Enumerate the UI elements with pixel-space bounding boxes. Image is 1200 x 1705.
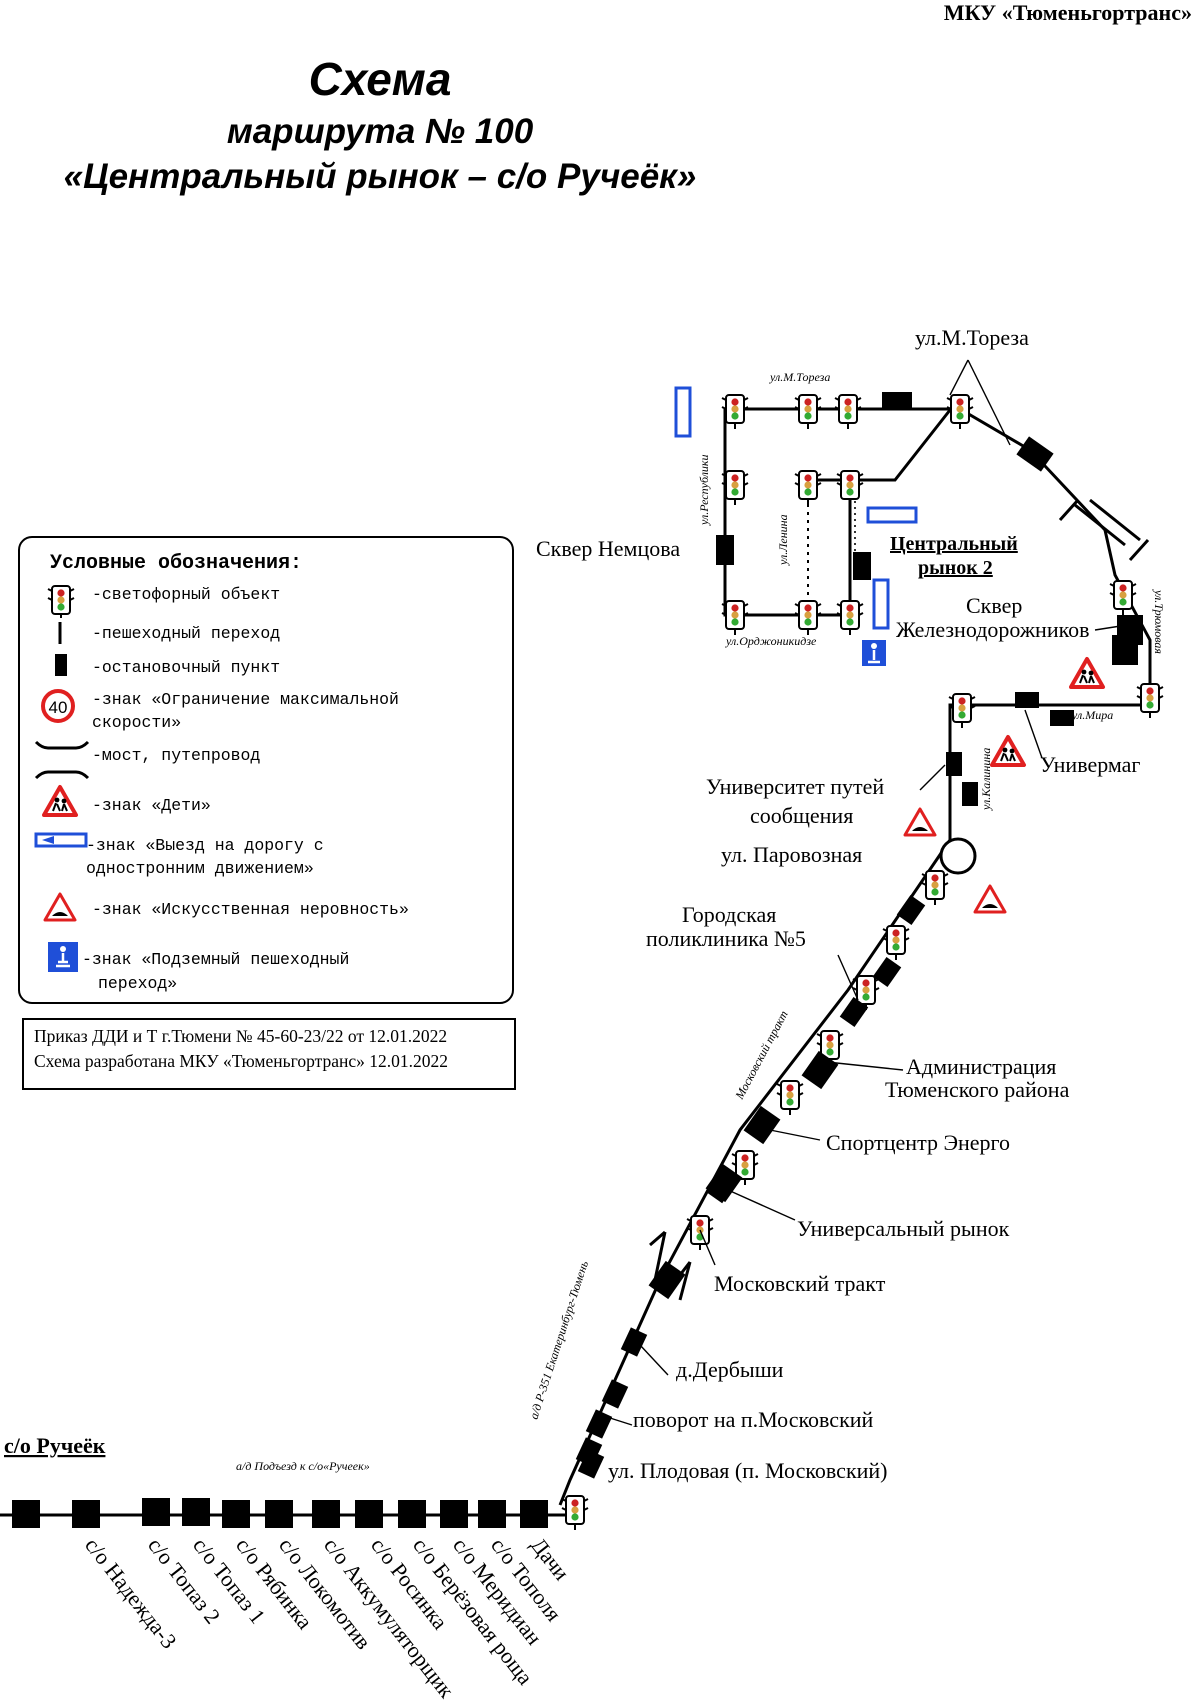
road-p351: а/д Р-351 Екатеринбург-Тюмень [527,1259,592,1421]
legend-underpass-2: переход» [98,974,178,993]
leader-lines [609,359,1128,1426]
legend-stop: -остановочный пункт [92,658,281,677]
legend-underpass-1: -знак «Подземный пешеходный [82,950,350,969]
stop-derbyshi: д.Дербыши [676,1357,784,1382]
title-route-number: маршрута № 100 [226,112,534,151]
underpass-icon [48,942,78,972]
one-way-exit-icon [34,832,88,848]
stop-skver-zhd-2: Железнодорожников [896,617,1090,642]
roundabout [939,837,977,875]
street-lenina: ул.Ленина [776,514,790,566]
one-way-signs [674,386,918,630]
crosswalk-icon [58,622,62,644]
legend-title: Условные обозначения: [50,552,303,575]
stop-skver-zhd-1: Сквер [966,593,1022,618]
stop-icon [55,654,67,676]
stop-ruchek: с/о Ручеёк [4,1433,106,1458]
stop-admin-1: Администрация [906,1054,1056,1079]
stop-poliklinika-1: Городская [682,902,776,927]
organization-name: МКУ «Тюменьгортранс» [943,0,1192,25]
bottom-stop-labels: с/о Надежда-3 с/о Топаз 2 с/о Топаз 1 с/… [80,1533,575,1703]
stop-university-1: Университет путей [706,774,884,799]
legend-one-way-exit-1: -знак «Выезд на дорогу с [86,836,324,855]
children-icon [42,785,78,817]
legend-traffic-light: -светофорный объект [92,585,281,604]
stop-torez: ул.М.Тореза [915,325,1029,350]
legend-bridge: -мост, путепровод [92,746,261,765]
legend-crosswalk: -пешеходный переход [92,624,281,643]
speed-limit-icon: 40 [41,689,75,723]
speed-bump-sign-1 [903,807,937,837]
svg-text:40: 40 [49,698,68,717]
order-note-line2: Схема разработана МКУ «Тюменьгортранс» 1… [34,1051,449,1071]
legend-speed-limit: -знак «Ограничение максимальной скорости… [92,690,399,732]
children-sign-1 [1069,657,1105,689]
stop-central-market-1: Центральный [890,533,1018,555]
street-respubliki: ул.Республики [697,454,711,526]
bridges [649,498,1150,1301]
stop-universal-market: Универсальный рынок [797,1216,1010,1241]
legend-children: -знак «Дети» [92,796,211,815]
underpass-sign [862,640,886,666]
street-ordzhonikidze: ул.Орджоникидзе [725,634,817,648]
order-note-line1: Приказ ДДИ и Т г.Тюмени № 45-60-23/22 от… [34,1026,448,1046]
stop-admin-2: Тюменского района [885,1077,1070,1102]
stop-univermag: Универмаг [1040,752,1140,777]
stop-moskovsky-trakt: Московский тракт [714,1271,886,1296]
stop-povorot: поворот на п.Московский [633,1407,874,1432]
stop-skver-nemtsova: Сквер Немцова [536,536,680,561]
street-torez: ул.М.Тореза [769,370,830,384]
title-route-name: «Центральный рынок – с/о Ручеёк» [63,157,697,196]
children-sign-2 [990,735,1026,767]
traffic-light-icon [47,585,75,618]
street-tryumova: ул.Трюмовая [1152,589,1166,654]
stop-central-market-2: рынок 2 [918,557,993,579]
legend-speed-bump: -знак «Искусственная неровность» [92,900,409,919]
stop-parovoznaya: ул. Паровозная [721,842,862,867]
road-ruchek: а/д Подъезд к с/о«Ручеек» [236,1459,370,1473]
order-note: Приказ ДДИ и Т г.Тюмени № 45-60-23/22 от… [22,1018,516,1090]
legend-one-way-exit-2: одностронним движением» [86,859,314,878]
legend: Условные обозначения: -светофорный объек… [18,536,514,1004]
bridge-icon [34,740,90,780]
stop-markers [12,392,1143,1528]
street-mira: ул.Мира [1071,708,1113,722]
stop-labels: ул.М.Тореза Сквер Немцова Центральный ры… [4,325,1140,1483]
stop-energo: Спортцентр Энерго [826,1130,1010,1155]
stop-university-2: сообщения [750,803,853,828]
speed-bump-sign-2 [973,884,1007,914]
title-schema: Схема [308,53,452,105]
speed-bump-icon [43,892,77,922]
street-kalinina: ул.Калинина [979,748,993,811]
stop-plodovaya: ул. Плодовая (п. Московский) [608,1458,888,1483]
stop-poliklinika-2: поликлиника №5 [646,926,806,951]
